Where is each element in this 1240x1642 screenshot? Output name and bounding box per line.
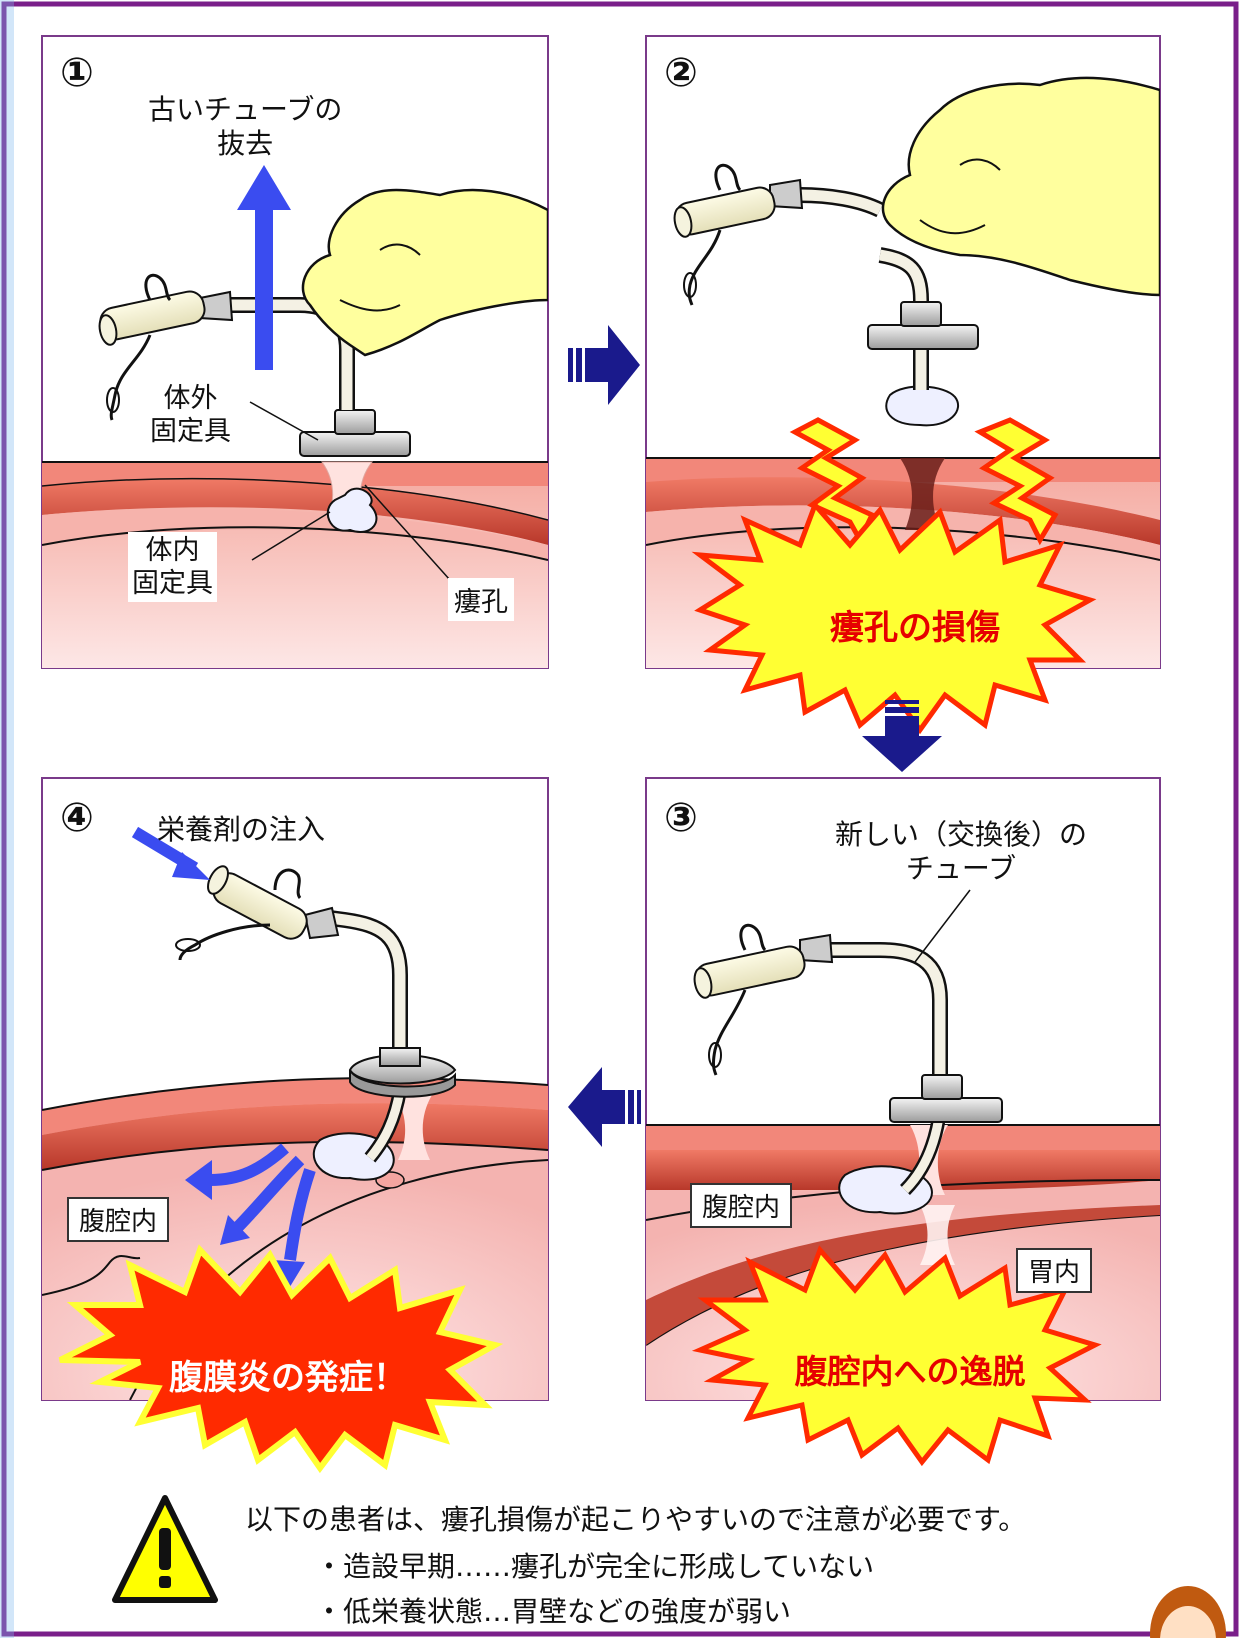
panel-1 — [41, 35, 549, 669]
panel-2 — [645, 35, 1161, 735]
abdominal-cavity-label-4: 腹腔内 — [67, 1197, 170, 1242]
panel-4-number: ④ — [60, 795, 94, 841]
panel-2-number: ② — [664, 50, 698, 96]
arrow-1-to-2 — [568, 325, 640, 405]
stomach-label: 胃内 — [1016, 1248, 1093, 1293]
remove-old-tube-label: 古いチューブの 抜去 — [148, 93, 343, 160]
nutrition-injection-label: 栄養剤の注入 — [157, 813, 326, 846]
warning-title: 以下の患者は、瘻孔損傷が起こりやすいので注意が必要です。 — [245, 1503, 1027, 1536]
peritonitis-burst — [58, 1244, 504, 1474]
warning-triangle-icon — [112, 1495, 218, 1603]
dislodge-text: 腹腔内への逸脱 — [794, 1352, 1026, 1391]
panel-3 — [645, 777, 1161, 1467]
warning-item-1: ・造設早期……瘻孔が完全に形成していない — [315, 1550, 875, 1583]
abdominal-cavity-label-3: 腹腔内 — [690, 1183, 793, 1228]
avatar — [1150, 1586, 1226, 1642]
panel-3-number: ③ — [664, 795, 698, 841]
damage-burst — [691, 500, 1097, 735]
internal-fixator-label: 体内 固定具 — [128, 532, 217, 602]
new-tube-label: 新しい（交換後）の チューブ — [835, 818, 1088, 885]
dislodge-burst — [691, 1245, 1102, 1467]
panel-1-number: ① — [60, 50, 94, 96]
arrow-3-to-4 — [568, 1067, 641, 1147]
external-fixator-label: 体外 固定具 — [150, 383, 231, 447]
fistula-damage-text: 瘻孔の損傷 — [830, 608, 1000, 648]
arrow-2-to-3 — [862, 700, 942, 772]
fistula-label: 瘻孔 — [448, 578, 514, 621]
warning-item-2: ・低栄養状態…胃壁などの強度が弱い — [315, 1595, 792, 1628]
peritonitis-text: 腹膜炎の発症！ — [169, 1358, 407, 1398]
